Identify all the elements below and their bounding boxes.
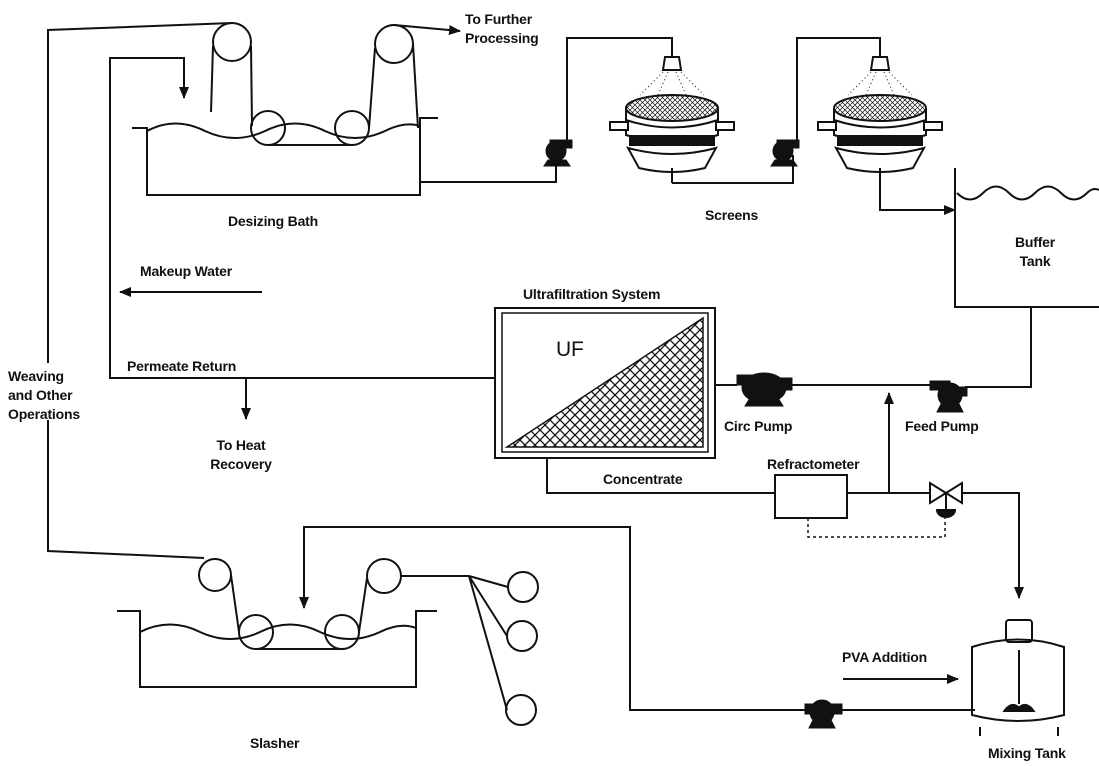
pump-screen-transfer-icon (770, 139, 800, 167)
uf-label: UF (556, 338, 584, 361)
slasher-right-roller (366, 558, 402, 594)
buffer-outlet-line (965, 307, 1032, 388)
ultrafiltration-unit (494, 307, 716, 459)
to-heat-recovery-label: To Heat Recovery (196, 436, 286, 474)
feed-pump-label: Feed Pump (905, 418, 979, 434)
makeup-water-label: Makeup Water (140, 263, 232, 279)
circ-pump-label: Circ Pump (724, 418, 793, 434)
size-feed-pump-icon (804, 699, 843, 729)
concentrate-line (546, 458, 775, 494)
ultrafiltration-system-label: Ultrafiltration System (523, 286, 661, 302)
screen-unit-2 (817, 47, 943, 173)
slasher-left-roller (198, 558, 232, 592)
pva-addition-label: PVA Addition (842, 649, 927, 665)
control-valve (929, 481, 963, 518)
weaving-line3: Operations (8, 406, 80, 422)
to-further-processing-line2: Processing (465, 30, 539, 46)
beam-roller-3 (505, 694, 537, 726)
buffer-tank-line1: Buffer (1014, 234, 1056, 250)
refractometer-label: Refractometer (767, 456, 860, 472)
slasher-label: Slasher (250, 735, 300, 751)
desizing-bath (132, 22, 438, 196)
valve-to-mixing-tank-line (962, 492, 1024, 599)
slasher (117, 558, 437, 688)
to-further-processing-line1: To Further (465, 11, 532, 27)
beam-roller-1 (507, 571, 539, 603)
weaving-line2: and Other (8, 387, 73, 403)
to-heat-recovery-line1: To Heat (216, 437, 266, 453)
screen1-to-pump2-line (672, 155, 794, 184)
bath-outlet-line (420, 157, 557, 183)
mixing-tank (971, 619, 1065, 736)
desizing-exit-roller (374, 24, 414, 64)
to-further-processing-label: To Further Processing (465, 10, 539, 48)
screen-unit-1 (609, 47, 735, 173)
fabric-line-weaving-to-desizing (47, 22, 233, 363)
weaving-line1: Weaving (8, 368, 64, 384)
screen2-to-buffer-line (879, 168, 956, 215)
buffer-tank (954, 168, 1099, 308)
pump-desizing-outlet-icon (543, 139, 573, 167)
mixing-tank-label: Mixing Tank (988, 745, 1066, 761)
buffer-tank-label: Buffer Tank (1005, 233, 1065, 271)
desizing-bath-roller-1 (250, 110, 286, 146)
concentrate-label: Concentrate (603, 471, 683, 487)
buffer-tank-line2: Tank (1019, 253, 1051, 269)
screens-label: Screens (705, 207, 759, 223)
beam-threads (401, 575, 509, 711)
refractometer-box (774, 474, 848, 519)
circ-pump-icon (736, 372, 793, 407)
slasher-bath-roller-2 (324, 614, 360, 650)
weaving-operations-label: Weaving and Other Operations (8, 367, 80, 424)
permeate-return-label: Permeate Return (127, 358, 237, 374)
to-heat-recovery-line2: Recovery (210, 456, 272, 472)
slasher-bath-roller-1 (238, 614, 274, 650)
to-further-processing-arrow (393, 24, 461, 35)
feed-pump-icon (929, 380, 968, 413)
desizing-top-roller (212, 22, 252, 62)
refractometer-signal-line (807, 518, 946, 538)
permeate-return-line (109, 57, 495, 379)
beam-roller-2 (506, 620, 538, 652)
desizing-bath-roller-2 (334, 110, 370, 146)
size-supply-line (299, 526, 805, 711)
desizing-bath-label: Desizing Bath (228, 213, 318, 229)
fabric-line-weaving-to-slasher (47, 420, 205, 559)
